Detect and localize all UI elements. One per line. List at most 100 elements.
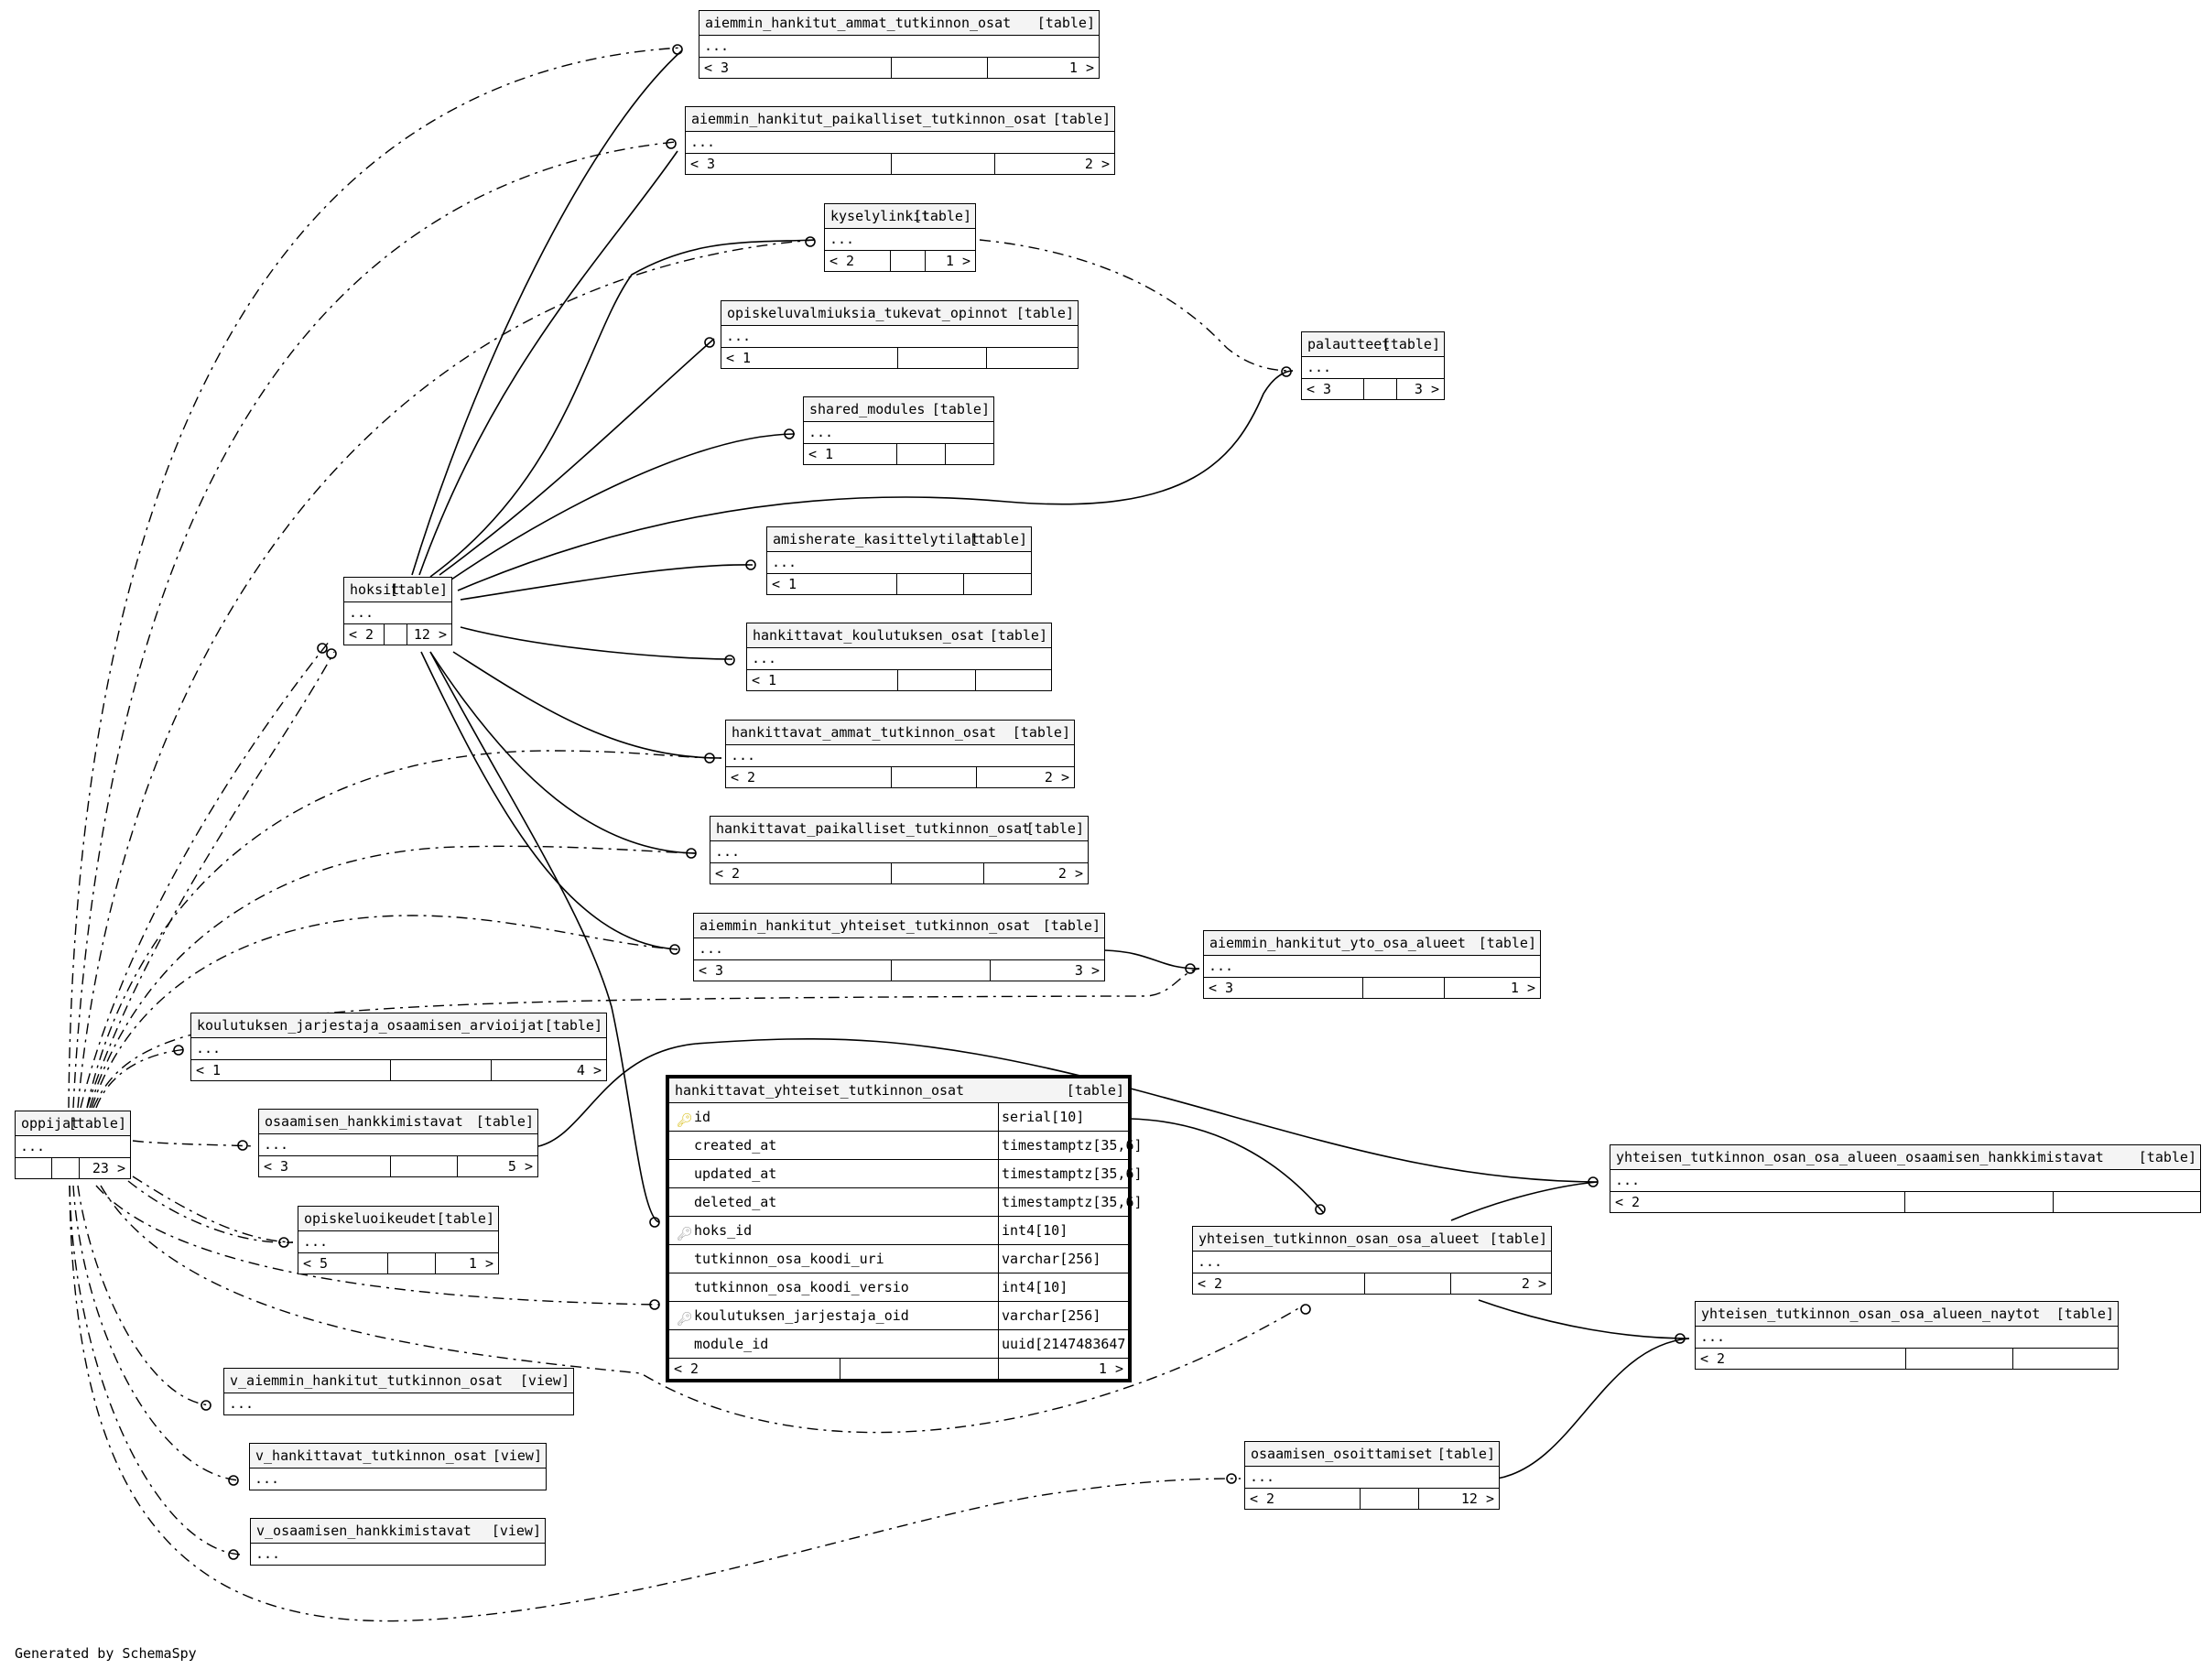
table-name: osaamisen_osoittamiset	[1251, 1446, 1433, 1462]
parents-count: < 2	[1193, 1273, 1365, 1294]
rows-count	[1906, 1349, 2013, 1369]
table-yhteisen-tutkinnon-osan-osa-alueet[interactable]: yhteisen_tutkinnon_osan_osa_alueet[table…	[1192, 1226, 1552, 1295]
table-name: koulutuksen_jarjestaja_osaamisen_arvioij…	[197, 1017, 545, 1034]
columns-ellipsis: ...	[710, 841, 1088, 863]
parents-count: < 1	[804, 444, 897, 464]
edge-osaamisen-hankkimistavat-yto-hankkimistavat	[537, 1037, 1599, 1183]
table-shared-modules[interactable]: shared_modules[table] ... < 1	[803, 396, 994, 465]
table-hankittavat-paikalliset-tutkinnon-osat[interactable]: hankittavat_paikalliset_tutkinnon_osat[t…	[710, 816, 1089, 884]
table-hankittavat-koulutuksen-osat[interactable]: hankittavat_koulutuksen_osat[table] ... …	[746, 623, 1052, 691]
view-v-hankittavat-tutkinnon-osat[interactable]: v_hankittavat_tutkinnon_osat[view] ...	[249, 1443, 547, 1490]
edge-kyselylinkit-palautteet	[979, 239, 1294, 372]
table-aiemmin-hankitut-ammat-tutkinnon-osat[interactable]: aiemmin_hankitut_ammat_tutkinnon_osat[ta…	[699, 10, 1100, 79]
columns-ellipsis: ...	[191, 1038, 606, 1060]
table-tag: [table]	[1066, 1082, 1124, 1099]
table-koulutuksen-jarjestaja-osaamisen-arvioijat[interactable]: koulutuksen_jarjestaja_osaamisen_arvioij…	[190, 1013, 607, 1081]
table-tag: [table]	[1382, 336, 1440, 352]
table-yhteisen-tutkinnon-osan-osa-alueen-naytot[interactable]: yhteisen_tutkinnon_osan_osa_alueen_nayto…	[1695, 1301, 2119, 1370]
edge-oppijat-v-osaamisen	[69, 1185, 241, 1555]
columns-ellipsis: ...	[767, 552, 1031, 574]
children-count	[976, 670, 1051, 690]
children-count	[987, 348, 1078, 368]
table-tag: [table]	[1042, 917, 1101, 934]
rows-count	[52, 1158, 80, 1178]
children-count	[946, 444, 993, 464]
rows-count	[892, 58, 988, 78]
children-count	[964, 574, 1031, 594]
rows-count	[840, 1359, 999, 1379]
edge-oppijat-v-aiemmin	[77, 1185, 211, 1406]
columns-ellipsis: ...	[726, 745, 1074, 767]
columns-ellipsis: ...	[298, 1231, 498, 1253]
edge-oppijat-paikalliset	[89, 845, 697, 1109]
table-tag: [table]	[1478, 935, 1536, 951]
rows-count	[898, 670, 976, 690]
parents-count	[16, 1158, 52, 1178]
edge-hoksit-ammat-tutkinnon	[452, 651, 722, 759]
table-name: v_hankittavat_tutkinnon_osat	[255, 1447, 487, 1464]
table-aiemmin-hankitut-paikalliset-tutkinnon-osat[interactable]: aiemmin_hankitut_paikalliset_tutkinnon_o…	[685, 106, 1115, 175]
columns-ellipsis: ...	[1193, 1252, 1551, 1273]
edge-hoksit-aiemmin-ammat	[411, 49, 683, 576]
table-name: palautteet	[1307, 336, 1391, 352]
parents-count: < 2	[1610, 1192, 1905, 1212]
parents-count: < 5	[298, 1253, 388, 1273]
edge-oppijat-osaamisen-hankkimistavat	[132, 1140, 255, 1147]
table-amisherate-kasittelytilat[interactable]: amisherate_kasittelytilat[table] ... < 1	[766, 526, 1032, 595]
view-v-osaamisen-hankkimistavat[interactable]: v_osaamisen_hankkimistavat[view] ...	[250, 1518, 546, 1566]
parents-count: < 2	[825, 251, 891, 271]
rows-count	[388, 1253, 436, 1273]
column-type: uuid[2147483647]	[1002, 1336, 1134, 1352]
edge-oppijat-aiemmin-yhteiset	[91, 915, 678, 1109]
children-count: 12 >	[1460, 1490, 1494, 1507]
columns-ellipsis: ...	[686, 132, 1114, 154]
table-hankittavat-yhteiset-tutkinnon-osat[interactable]: hankittavat_yhteiset_tutkinnon_osat[tabl…	[666, 1075, 1143, 1382]
column-type: timestamptz[35,6]	[1002, 1165, 1143, 1182]
edge-oppijat-opiskeluoikeudet-2	[127, 1180, 294, 1243]
edge-osa-alueet-hankkimistavat	[1450, 1181, 1599, 1221]
table-opiskeluvalmiuksia-tukevat-opinnot[interactable]: opiskeluvalmiuksia_tukevat_opinnot[table…	[721, 300, 1079, 369]
rows-count	[892, 960, 991, 981]
column-type: int4[10]	[1002, 1279, 1068, 1295]
edge-oppijat-osoittamiset	[69, 1185, 1242, 1622]
columns-ellipsis: ...	[721, 326, 1078, 348]
edge-hoksit-aiemmin-paikalliset	[418, 150, 678, 576]
edge-hoksit-shared-modules	[448, 433, 796, 582]
parents-count: < 2	[344, 624, 385, 645]
columns-ellipsis: ...	[16, 1136, 130, 1158]
table-oppijat[interactable]: oppijat[table] ... 23 >	[15, 1111, 131, 1179]
parents-count: < 2	[1245, 1489, 1361, 1509]
parents-count: < 3	[694, 960, 892, 981]
parents-count: < 3	[699, 58, 892, 78]
table-tag: [table]	[1437, 1446, 1495, 1462]
table-name: aiemmin_hankitut_ammat_tutkinnon_osat	[705, 15, 1012, 31]
table-hankittavat-ammat-tutkinnon-osat[interactable]: hankittavat_ammat_tutkinnon_osat[table] …	[725, 720, 1075, 788]
column-type: serial[10]	[1002, 1109, 1085, 1125]
table-tag: [table]	[931, 401, 990, 417]
generated-by-footer: Generated by SchemaSpy	[15, 1645, 197, 1662]
table-name: kyselylinkit	[830, 208, 930, 224]
children-count: 5 >	[507, 1158, 533, 1175]
table-yhteisen-tutkinnon-osan-osa-alueen-osaamisen-hankkimistavat[interactable]: yhteisen_tutkinnon_osan_osa_alueen_osaam…	[1610, 1144, 2201, 1213]
edge-oppijat-arvioijat	[95, 1048, 189, 1109]
view-v-aiemmin-hankitut-tutkinnon-osat[interactable]: v_aiemmin_hankitut_tutkinnon_osat[view] …	[223, 1368, 574, 1415]
rows-count	[897, 574, 964, 594]
edge-oppijat-aiemmin-paikalliset	[72, 141, 677, 1109]
table-aiemmin-hankitut-yto-osa-alueet[interactable]: aiemmin_hankitut_yto_osa_alueet[table] .…	[1203, 930, 1541, 999]
column-name: deleted_at	[694, 1194, 777, 1210]
table-aiemmin-hankitut-yhteiset-tutkinnon-osat[interactable]: aiemmin_hankitut_yhteiset_tutkinnon_osat…	[693, 913, 1105, 981]
children-count: 2 >	[1521, 1275, 1546, 1292]
table-tag: [view]	[519, 1372, 569, 1389]
parents-count: < 1	[721, 348, 898, 368]
